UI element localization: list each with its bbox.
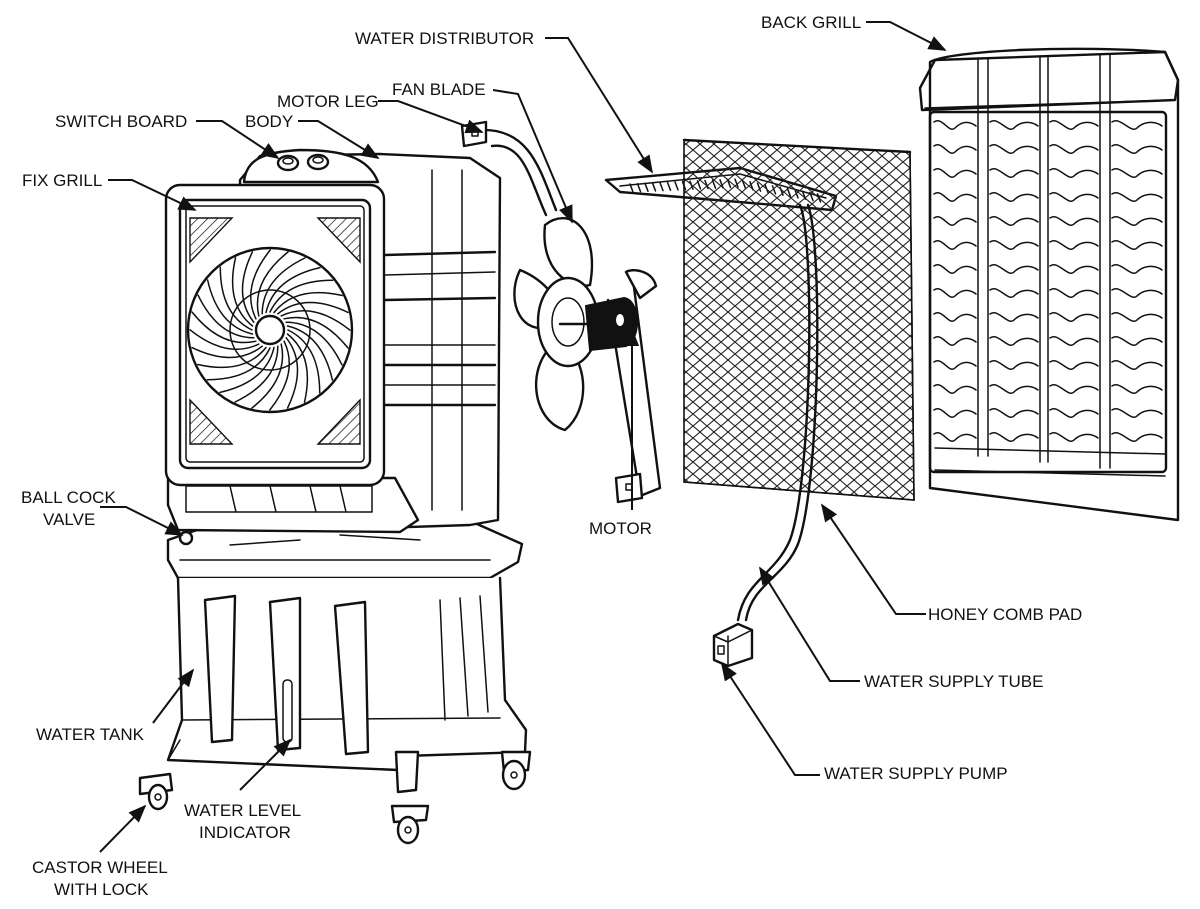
leader-lines — [99, 21, 947, 853]
label-water-supply-tube: WATER SUPPLY TUBE — [864, 672, 1044, 691]
part-labels: WATER DISTRIBUTOR BACK GRILL FAN BLADE M… — [21, 13, 1082, 899]
honey-comb-pad — [682, 138, 915, 501]
label-body: BODY — [245, 112, 293, 131]
fan-blade — [513, 217, 600, 432]
castor-wheels — [138, 750, 532, 845]
label-water-supply-pump: WATER SUPPLY PUMP — [824, 764, 1008, 783]
label-water-tank: WATER TANK — [36, 725, 145, 744]
label-fix-grill: FIX GRILL — [22, 171, 102, 190]
label-fan-blade: FAN BLADE — [392, 80, 486, 99]
label-castor-wheel-line2: WITH LOCK — [54, 880, 149, 899]
water-supply-pump — [712, 622, 754, 668]
castor-wheel-front-right — [390, 750, 430, 845]
label-water-level-indicator-line1: WATER LEVEL — [184, 801, 301, 820]
fix-grill — [164, 183, 386, 487]
label-castor-wheel-line1: CASTOR WHEEL — [32, 858, 168, 877]
back-grill — [918, 47, 1180, 522]
label-water-level-indicator-line2: INDICATOR — [199, 823, 291, 842]
castor-wheel-front-left — [138, 772, 174, 811]
label-motor-leg: MOTOR LEG — [277, 92, 379, 111]
label-back-grill: BACK GRILL — [761, 13, 861, 32]
castor-wheel-back-right — [500, 750, 532, 791]
label-switch-board: SWITCH BOARD — [55, 112, 187, 131]
label-honey-comb-pad: HONEY COMB PAD — [928, 605, 1082, 624]
label-water-distributor: WATER DISTRIBUTOR — [355, 29, 534, 48]
water-supply-tube — [736, 203, 819, 622]
water-tank — [166, 518, 528, 772]
label-ball-cock-valve-line1: BALL COCK — [21, 488, 116, 507]
label-motor: MOTOR — [589, 519, 652, 538]
label-ball-cock-valve-line2: VALVE — [43, 510, 95, 529]
